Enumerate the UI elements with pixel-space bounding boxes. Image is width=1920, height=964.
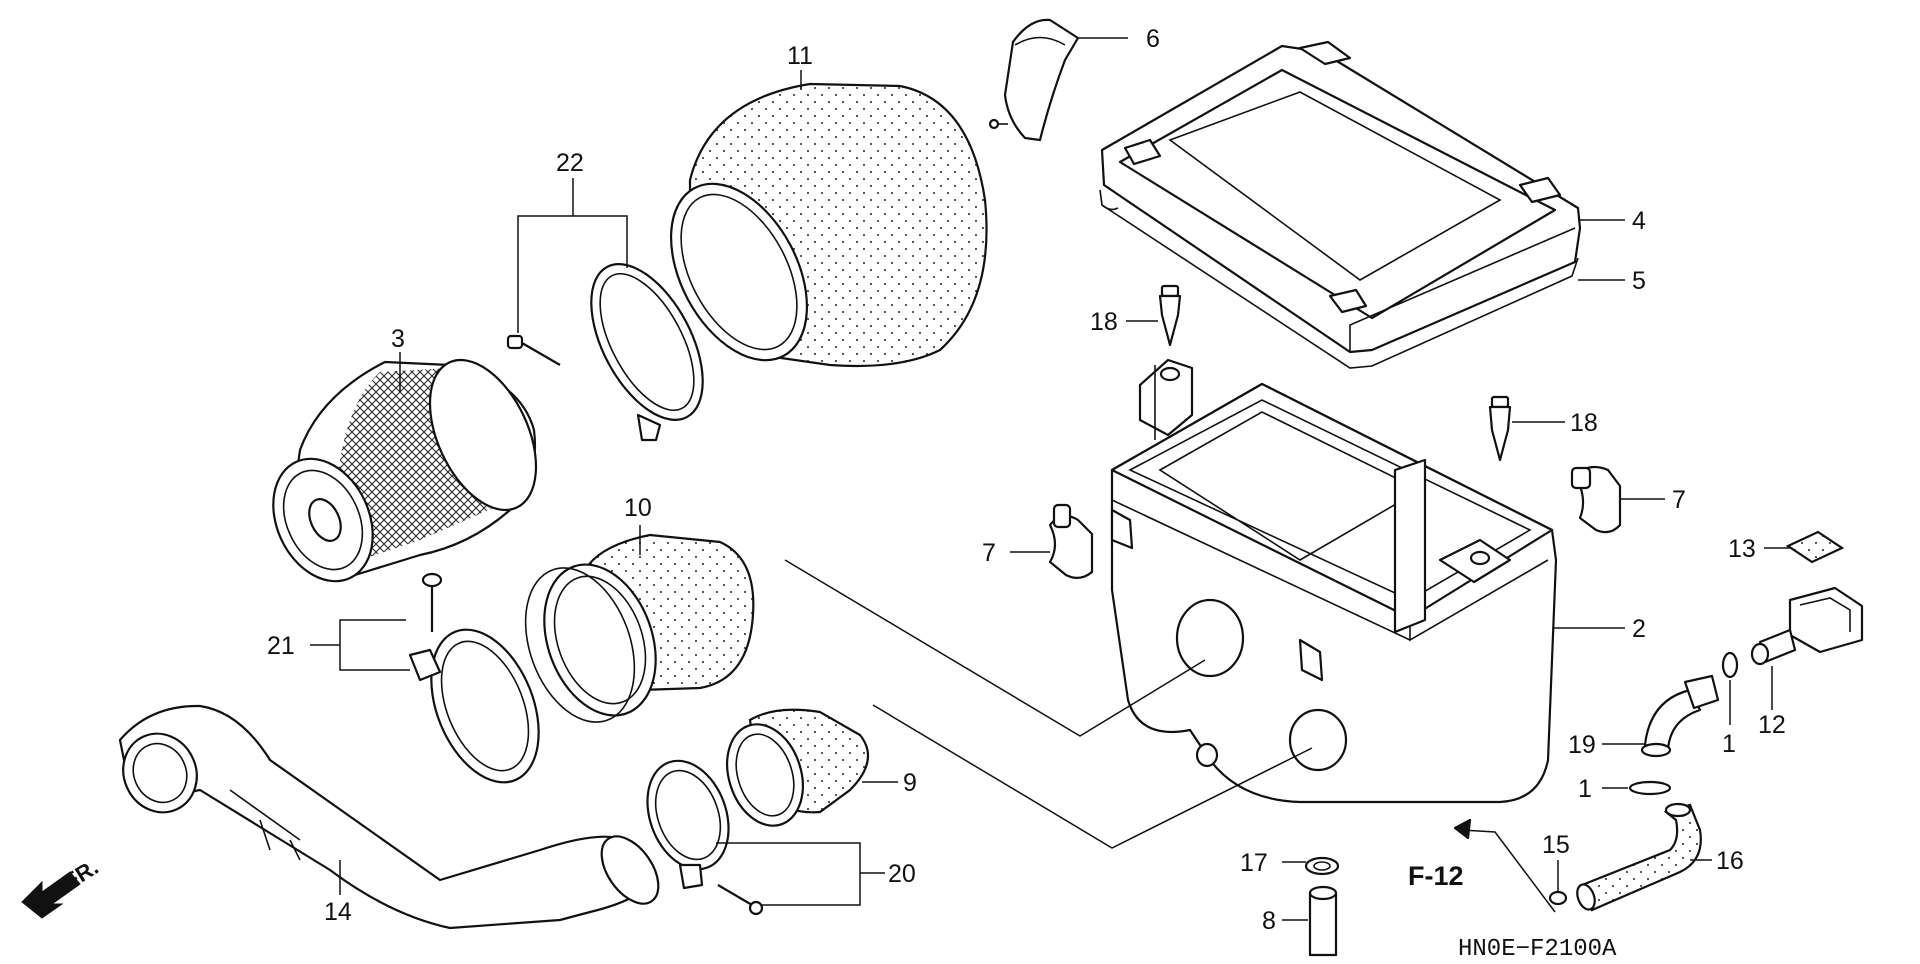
part-22-band — [506, 178, 704, 442]
part-6-clip — [988, 18, 1128, 142]
callout-9: 9 — [903, 769, 917, 797]
part-7-clip-left — [1010, 503, 1094, 579]
part-15-clip — [1548, 860, 1568, 906]
part-11-foam-filter — [669, 70, 988, 368]
part-21-band — [310, 572, 540, 784]
callout-6: 6 — [1146, 25, 1160, 53]
part-10-boot — [524, 525, 755, 723]
callout-2: 2 — [1632, 615, 1646, 643]
callout-18: 18 — [1570, 409, 1598, 437]
part-18-rivet-lower — [1488, 395, 1565, 462]
callout-1: 1 — [1722, 730, 1736, 758]
part-16-hose — [1576, 802, 1712, 912]
callout-10: 10 — [624, 494, 652, 522]
callout-labels: 1 1 2 3 4 5 6 7 7 8 9 10 11 12 13 14 15 … — [59, 25, 1786, 963]
callout-20: 20 — [888, 860, 916, 888]
callout-7: 7 — [982, 539, 996, 567]
part-1-clip-upper — [1721, 651, 1739, 725]
callout-19: 19 — [1568, 731, 1596, 759]
part-19-elbow — [1602, 674, 1720, 758]
part-4-cover — [1100, 40, 1625, 354]
part-7-clip-right — [1570, 465, 1665, 534]
callout-8: 8 — [1262, 907, 1276, 935]
part-1-clip-lower — [1602, 780, 1672, 796]
part-2-case — [1110, 358, 1625, 804]
callout-3: 3 — [391, 325, 405, 353]
part-12-fitting — [1750, 586, 1864, 710]
callout-13: 13 — [1728, 535, 1756, 563]
f12-reference — [1453, 818, 1556, 913]
callout-4: 4 — [1632, 207, 1646, 235]
front-arrow-icon — [21, 871, 81, 919]
callout-14: 14 — [324, 898, 352, 926]
reference-label: F-12 — [1408, 861, 1464, 891]
part-3-element — [272, 352, 538, 583]
callout-21: 21 — [267, 632, 295, 660]
callout-7: 7 — [1672, 486, 1686, 514]
callout-12: 12 — [1758, 711, 1786, 739]
part-14-duct — [118, 704, 660, 930]
part-8-tube — [1282, 885, 1338, 957]
boot-to-case-line — [784, 559, 1206, 737]
callout-22: 22 — [556, 149, 584, 177]
callout-17: 17 — [1240, 849, 1268, 877]
callout-18: 18 — [1090, 308, 1118, 336]
callout-15: 15 — [1542, 831, 1570, 859]
callout-5: 5 — [1632, 267, 1646, 295]
part-18-rivet-upper — [1126, 284, 1182, 347]
callout-11: 11 — [787, 42, 813, 70]
diagram-code: HN0E−F2100A — [1458, 936, 1617, 959]
callout-1: 1 — [1578, 775, 1592, 803]
callout-16: 16 — [1716, 847, 1744, 875]
part-17-clip — [1282, 856, 1340, 876]
part-20-band — [646, 759, 885, 916]
part-9-small-boot — [726, 708, 898, 827]
part-5-gasket — [1099, 189, 1625, 369]
small-boot-to-case-line — [872, 704, 1313, 849]
part-13-pad — [1764, 530, 1845, 564]
